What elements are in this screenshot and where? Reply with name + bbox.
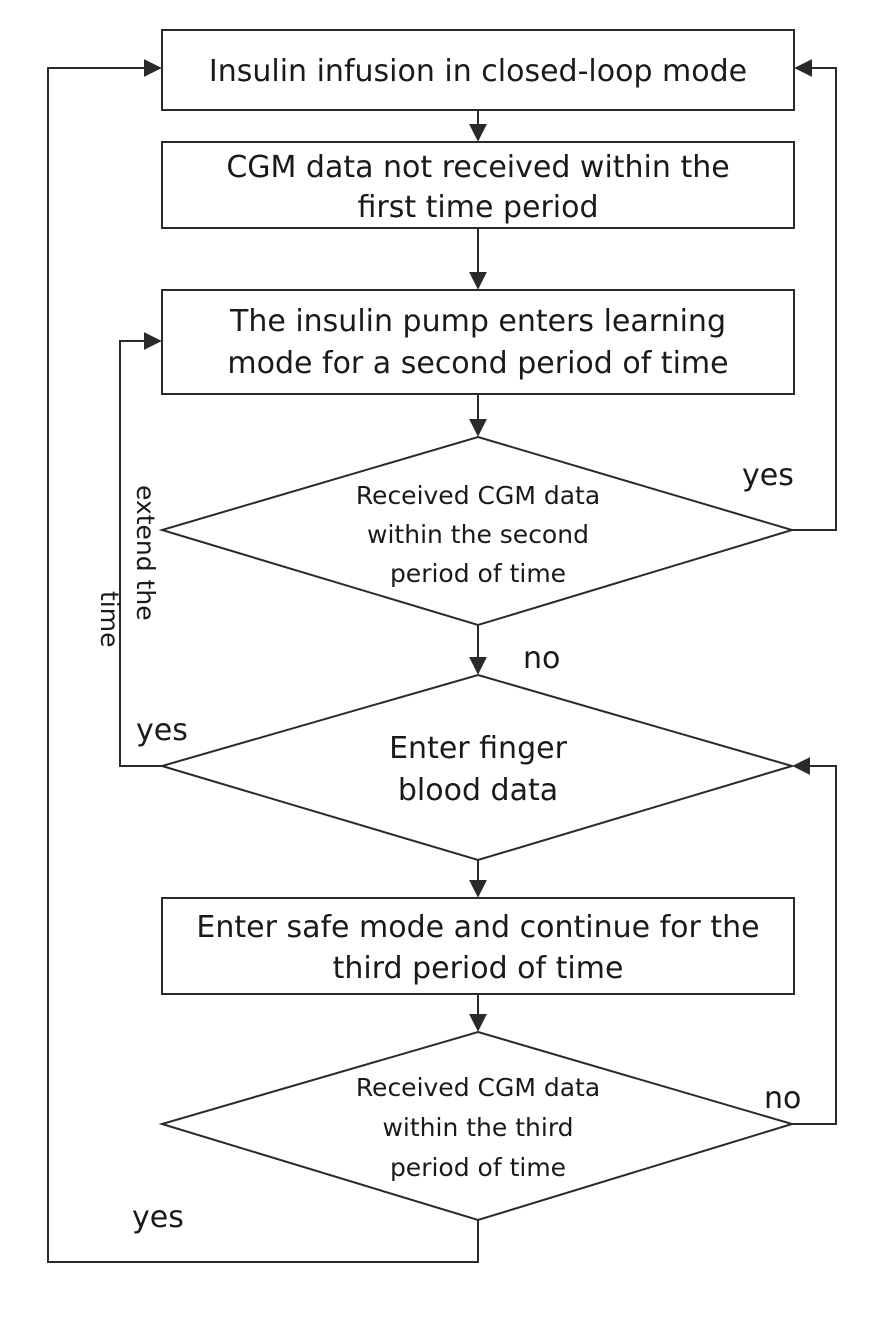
learning-mode-text-1: The insulin pump enters learning [229,304,726,339]
finger-blood-text-2: blood data [398,773,558,808]
extend-time-label-1: extend the [131,485,160,621]
received-second-text-2: within the second [367,520,589,549]
no-second-label: no [523,641,560,676]
learning-mode-text-2: mode for a second period of time [227,346,728,381]
diamond-finger-blood [162,675,792,860]
arrow-yes-second-loop [792,68,836,530]
arrow-no-third-loop [792,766,836,1124]
cgm-not-received-text-2: first time period [357,190,598,225]
yes-finger-label: yes [136,713,188,748]
cgm-not-received-text-1: CGM data not received within the [226,150,729,185]
yes-second-label: yes [742,458,794,493]
safe-mode-text-2: third period of time [333,951,624,986]
yes-third-label: yes [132,1200,184,1235]
received-second-text-3: period of time [390,559,566,588]
received-second-text-1: Received CGM data [356,481,600,510]
no-third-label: no [764,1081,801,1116]
received-third-text-1: Received CGM data [356,1073,600,1102]
closed-loop-text: Insulin infusion in closed-loop mode [209,54,747,89]
received-third-text-2: within the third [382,1113,573,1142]
safe-mode-text-1: Enter safe mode and continue for the [196,910,759,945]
finger-blood-text-1: Enter finger [389,731,567,766]
extend-time-label-2: time [95,591,124,647]
received-third-text-3: period of time [390,1153,566,1182]
